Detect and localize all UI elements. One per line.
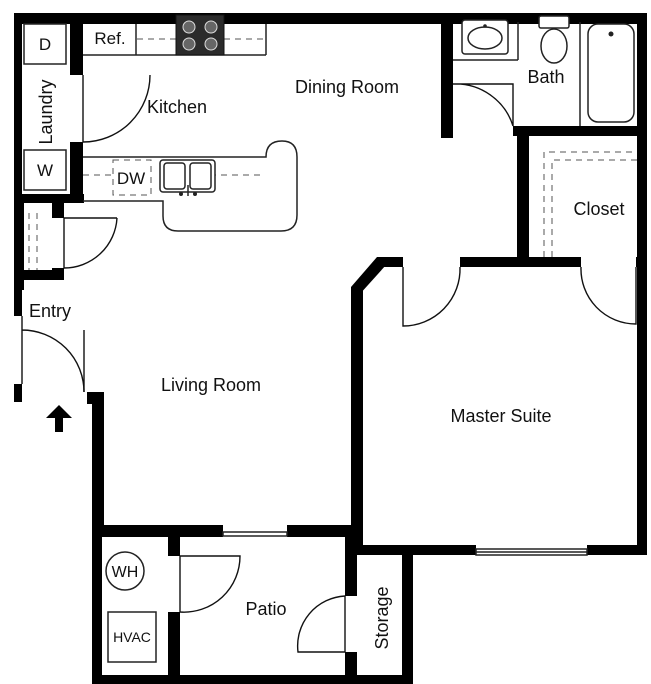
entry-door xyxy=(21,316,85,393)
label-dishwasher: DW xyxy=(117,169,145,188)
label-dryer: D xyxy=(39,35,51,54)
dishwasher-icon xyxy=(112,159,152,196)
walls xyxy=(14,13,647,684)
toilet-icon xyxy=(538,15,570,64)
closet-shelving xyxy=(28,151,637,270)
sink-icon xyxy=(159,159,216,196)
laundry-area xyxy=(23,23,67,191)
label-refrigerator: Ref. xyxy=(94,29,125,48)
label-closet: Closet xyxy=(573,199,624,219)
kitchen-area xyxy=(83,14,298,232)
label-water-heater: WH xyxy=(112,564,139,581)
label-dining-room: Dining Room xyxy=(295,77,399,97)
label-living-room: Living Room xyxy=(161,375,261,395)
doors xyxy=(21,74,637,653)
bathtub-icon xyxy=(579,22,635,126)
laundry-door xyxy=(82,74,151,143)
fixture-labels: Ref. D W DW WH HVAC xyxy=(37,29,151,645)
label-bath: Bath xyxy=(527,67,564,87)
hvac-unit-icon xyxy=(107,611,157,663)
label-kitchen: Kitchen xyxy=(147,97,207,117)
label-master-suite: Master Suite xyxy=(450,406,551,426)
closet-door xyxy=(580,266,637,325)
washer-icon xyxy=(23,149,67,191)
storage-door xyxy=(296,595,346,653)
label-entry: Entry xyxy=(29,301,71,321)
lavatory-icon xyxy=(461,19,509,55)
bath-door xyxy=(452,83,514,127)
label-hvac: HVAC xyxy=(113,629,151,645)
label-laundry: Laundry xyxy=(36,79,56,144)
windows xyxy=(222,531,588,556)
entry-arrow-icon xyxy=(46,405,72,432)
master-suite-door xyxy=(402,266,461,327)
water-heater-icon xyxy=(105,551,145,591)
utility-closet xyxy=(105,551,157,663)
dryer-icon xyxy=(23,23,67,65)
entry-closet-door xyxy=(63,217,118,269)
label-washer: W xyxy=(37,161,53,180)
stove-icon xyxy=(175,14,225,56)
bath-area xyxy=(453,15,635,126)
label-patio: Patio xyxy=(245,599,286,619)
room-labels: Dining Room Kitchen Bath Closet Laundry … xyxy=(29,67,625,650)
label-storage: Storage xyxy=(372,586,392,649)
utility-closet-door xyxy=(179,555,241,613)
